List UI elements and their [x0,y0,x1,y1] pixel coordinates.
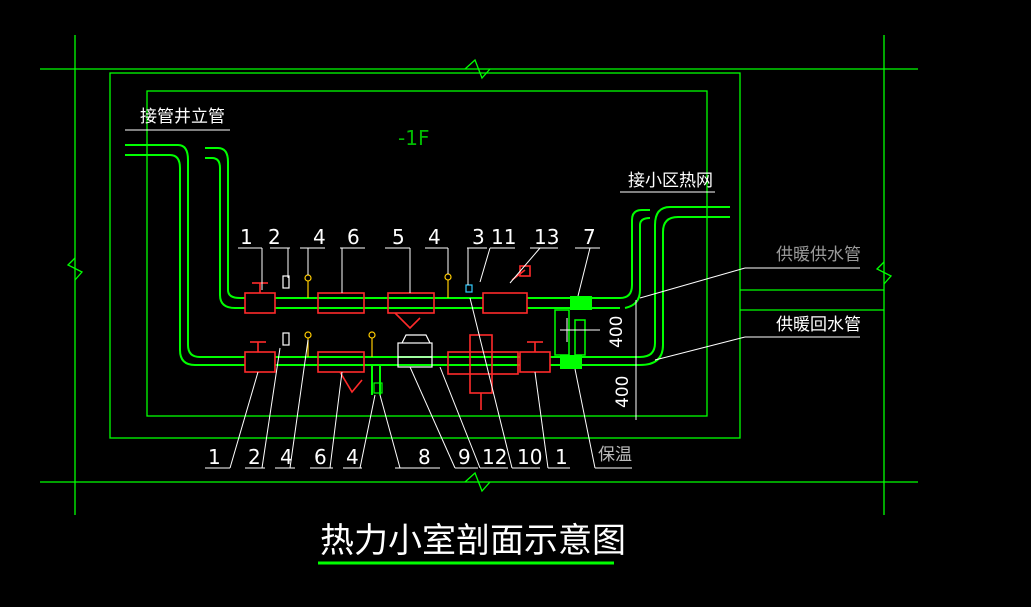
bottom-num-10: 1 [555,445,568,469]
dimension-lower: 400 [613,376,633,408]
valves [244,265,551,410]
bottom-num-6: 8 [418,445,431,469]
insulation-callout: 保温 [598,445,632,465]
top-num-5: 5 [392,225,405,249]
bottom-num-3: 4 [280,445,293,469]
bottom-num-8: 12 [482,445,507,469]
bottom-num-4: 6 [314,445,327,469]
top-num-3: 4 [313,225,326,249]
bottom-item-numbers: 1 2 4 6 4 8 9 12 10 1 [208,445,568,469]
top-num-6: 4 [428,225,441,249]
top-num-7: 3 [472,225,485,249]
riser-callout: 接管井立管 [140,107,225,127]
top-item-numbers: 1 2 4 6 5 4 3 11 13 7 [240,225,596,249]
dimension-lines [560,300,637,420]
top-num-10: 7 [583,225,596,249]
top-num-2: 2 [268,225,281,249]
bottom-num-5: 4 [346,445,359,469]
bottom-num-9: 10 [517,445,542,469]
district-network-callout: 接小区热网 [628,171,713,191]
dimension-upper: 400 [607,316,627,348]
leader-lines [125,129,860,469]
top-num-9: 13 [534,225,559,249]
top-num-8: 11 [491,225,516,249]
return-pipe-callout: 供暖回水管 [776,315,861,335]
top-num-4: 6 [347,225,360,249]
bottom-num-2: 2 [248,445,261,469]
structure-lines [40,35,918,515]
supply-pipe-callout: 供暖供水管 [776,245,861,265]
insulation-blocks [560,296,592,369]
top-num-1: 1 [240,225,253,249]
bottom-num-7: 9 [458,445,471,469]
drawing-title: 热力小室剖面示意图 [320,521,626,561]
bottom-num-1: 1 [208,445,221,469]
floor-label: -1F [398,126,429,150]
